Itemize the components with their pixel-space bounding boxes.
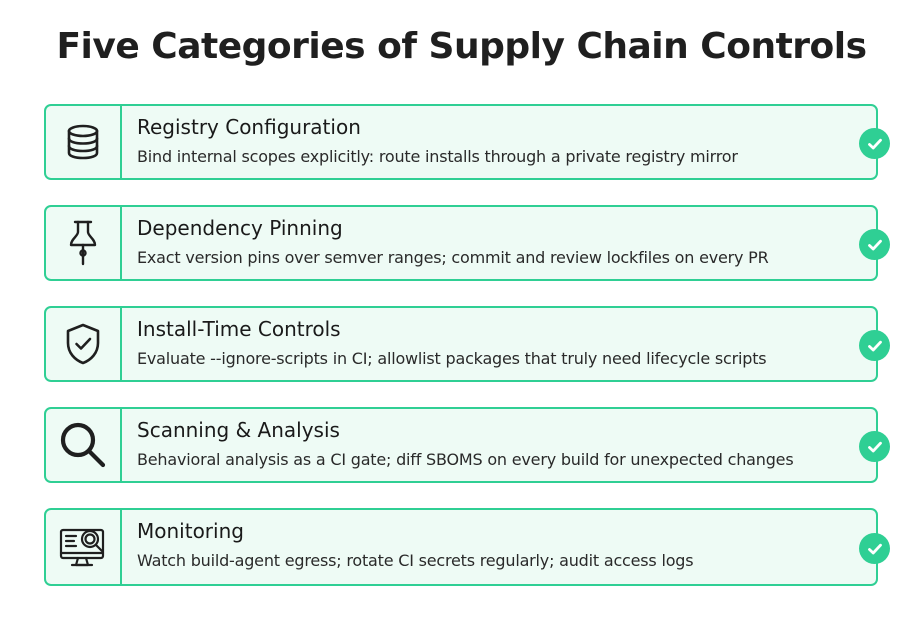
- card-title: Scanning & Analysis: [137, 418, 340, 442]
- icon-box: [46, 409, 122, 481]
- card-dependency-pinning: Dependency Pinning Exact version pins ov…: [44, 205, 890, 281]
- checkmark-icon: [859, 431, 890, 462]
- card-monitoring: Monitoring Watch build-agent egress; rot…: [44, 508, 890, 586]
- card-description: Exact version pins over semver ranges; c…: [137, 248, 769, 267]
- icon-box: [46, 308, 122, 380]
- checkmark-icon: [859, 128, 890, 159]
- checkmark-icon: [859, 229, 890, 260]
- shield-check-icon: [63, 322, 103, 366]
- icon-box: [46, 207, 122, 279]
- card-install-time-controls: Install-Time Controls Evaluate --ignore-…: [44, 306, 890, 382]
- card-scanning-analysis: Scanning & Analysis Behavioral analysis …: [44, 407, 890, 483]
- card-title: Monitoring: [137, 519, 244, 543]
- page-title: Five Categories of Supply Chain Controls: [56, 26, 867, 67]
- pushpin-icon: [64, 218, 102, 268]
- checkmark-icon: [859, 330, 890, 361]
- controls-list: Registry Configuration Bind internal sco…: [44, 104, 890, 611]
- icon-box: [46, 106, 122, 178]
- card-description: Evaluate --ignore-scripts in CI; allowli…: [137, 349, 767, 368]
- card-title: Dependency Pinning: [137, 216, 343, 240]
- card-title: Registry Configuration: [137, 115, 361, 139]
- monitor-search-icon: [58, 523, 108, 571]
- icon-box: [46, 510, 122, 584]
- card-description: Behavioral analysis as a CI gate; diff S…: [137, 450, 794, 469]
- card-description: Bind internal scopes explicitly: route i…: [137, 147, 738, 166]
- card-registry-configuration: Registry Configuration Bind internal sco…: [44, 104, 890, 180]
- magnifier-icon: [58, 420, 108, 470]
- database-icon: [64, 123, 102, 161]
- card-title: Install-Time Controls: [137, 317, 341, 341]
- checkmark-icon: [859, 533, 890, 564]
- card-description: Watch build-agent egress; rotate CI secr…: [137, 551, 694, 570]
